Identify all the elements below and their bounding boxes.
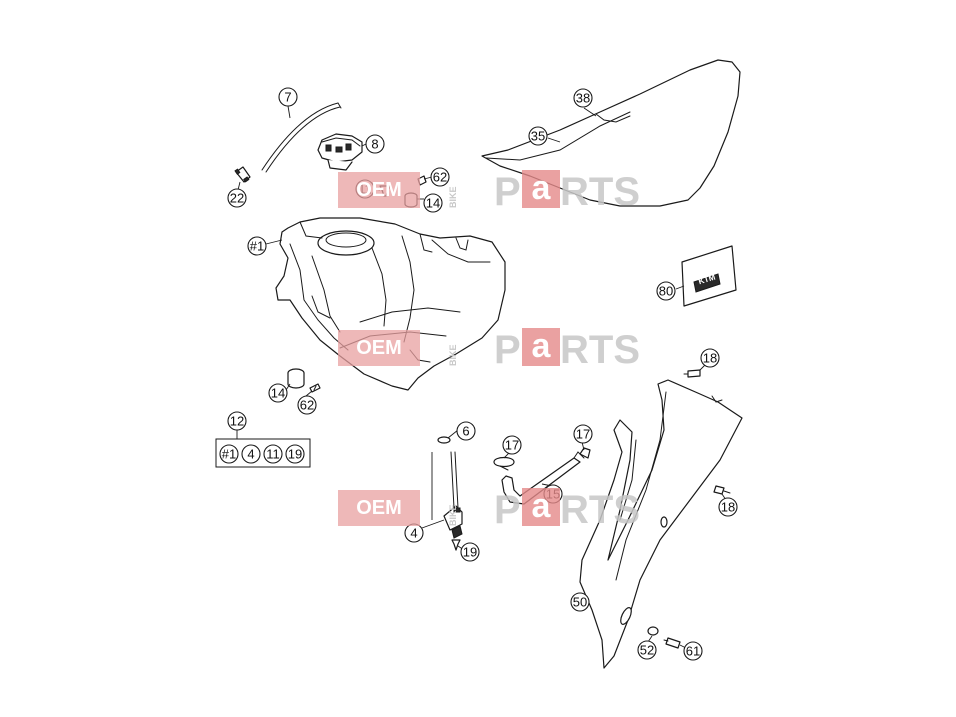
callout-19[interactable]: 19	[460, 542, 480, 562]
callout-38-label: 38	[576, 91, 590, 106]
kit-item-3-label: 11	[266, 447, 280, 462]
callout-12-label: 12	[230, 414, 244, 429]
kit-item-3[interactable]: 11	[263, 444, 283, 464]
cover-screw	[663, 637, 681, 649]
hose-clamp-left	[493, 456, 515, 471]
o-ring	[437, 436, 451, 444]
callout-17-right[interactable]: 17	[573, 424, 593, 444]
watermark-middle-p: P	[494, 328, 521, 372]
fuel-cap	[317, 133, 363, 171]
screw-lower	[309, 383, 321, 393]
callout-4[interactable]: 4	[404, 523, 424, 543]
fuel-tank	[275, 217, 506, 391]
kit-item-1-label: #1	[222, 447, 236, 462]
side-cover	[579, 379, 743, 669]
watermark-top-bike: BIKE	[448, 186, 458, 208]
callout-61[interactable]: 61	[683, 641, 703, 661]
watermark-bottom: OEM BIKE P a RTS	[338, 487, 640, 532]
watermark-top: OEM BIKE P a RTS	[338, 169, 640, 214]
watermark-bottom-oem: OEM	[356, 497, 402, 519]
seat	[481, 59, 741, 207]
callout-80[interactable]: 80	[656, 281, 676, 301]
watermark-bottom-a: a	[532, 487, 552, 525]
watermark-top-rts: RTS	[560, 170, 640, 214]
callout-14-lower[interactable]: 14	[268, 383, 288, 403]
callout-50[interactable]: 50	[570, 592, 590, 612]
callout-17-left-label: 17	[505, 438, 519, 453]
callout-7[interactable]: 7	[278, 87, 298, 107]
kit-item-4-label: 19	[288, 447, 302, 462]
watermark-bottom-rts: RTS	[560, 488, 640, 532]
watermark-middle-oem: OEM	[356, 337, 402, 359]
callout-17-left[interactable]: 17	[502, 435, 522, 455]
kit-item-1[interactable]: #1	[219, 444, 239, 464]
watermark-top-oem: OEM	[356, 179, 402, 201]
callout-19-label: 19	[463, 545, 477, 560]
tap-screw	[451, 539, 461, 551]
callout-12[interactable]: 12	[227, 411, 247, 431]
callout-22[interactable]: 22	[227, 188, 247, 208]
callout-18-upper[interactable]: 18	[700, 348, 720, 368]
watermark-middle: OEM BIKE P a RTS	[338, 327, 640, 372]
callout-14-upper[interactable]: 14	[423, 193, 443, 213]
callout-14-upper-label: 14	[426, 196, 440, 211]
callout-62-lower-label: 62	[300, 398, 314, 413]
kit-item-4[interactable]: 19	[285, 444, 305, 464]
watermark-top-a: a	[532, 169, 552, 207]
watermark-top-p: P	[494, 170, 521, 214]
callout-80-label: 80	[659, 284, 673, 299]
cover-washer	[647, 626, 659, 636]
callout-4-label: 4	[410, 526, 417, 541]
callout-50-label: 50	[573, 595, 587, 610]
callout-8-label: 8	[371, 137, 378, 152]
callout-61-label: 61	[686, 644, 700, 659]
callout-52-label: 52	[640, 643, 654, 658]
callout-18-lower-label: 18	[721, 500, 735, 515]
callout-62-upper-label: 62	[433, 170, 447, 185]
callout-1-label: #1	[250, 239, 264, 254]
bushing-lower	[287, 368, 305, 389]
callout-38[interactable]: 38	[573, 88, 593, 108]
fuel-hose	[501, 451, 585, 505]
callout-18-upper-label: 18	[703, 351, 717, 366]
watermark-middle-bike: BIKE	[448, 344, 458, 366]
callout-6[interactable]: 6	[456, 421, 476, 441]
callout-17-right-label: 17	[576, 427, 590, 442]
watermark-middle-a: a	[532, 327, 552, 365]
kit-item-2-label: 4	[247, 447, 254, 462]
callout-22-label: 22	[230, 191, 244, 206]
breather-valve	[234, 166, 251, 183]
callout-6-label: 6	[462, 424, 469, 439]
kit-group: #1 4 11 19	[215, 438, 311, 468]
callout-18-lower[interactable]: 18	[718, 497, 738, 517]
callout-62-upper[interactable]: 62	[430, 167, 450, 187]
callout-35[interactable]: 35	[528, 126, 548, 146]
cover-bolt-lower	[713, 485, 731, 495]
callout-62-lower[interactable]: 62	[297, 395, 317, 415]
fuel-breather-hose	[261, 102, 342, 173]
cover-bolt-upper	[683, 369, 701, 378]
kit-item-2[interactable]: 4	[241, 444, 261, 464]
callout-8[interactable]: 8	[365, 134, 385, 154]
watermark-bottom-p: P	[494, 488, 521, 532]
watermark-middle-rts: RTS	[560, 328, 640, 372]
callout-35-label: 35	[531, 129, 545, 144]
fuel-tap	[443, 451, 463, 539]
watermark-bottom-bike: BIKE	[448, 504, 458, 526]
callout-1[interactable]: #1	[247, 236, 267, 256]
callout-14-lower-label: 14	[271, 386, 285, 401]
tank-decal: KTM	[681, 245, 737, 307]
hose-clamp-right	[579, 447, 591, 459]
callout-7-label: 7	[284, 90, 291, 105]
callout-52[interactable]: 52	[637, 640, 657, 660]
